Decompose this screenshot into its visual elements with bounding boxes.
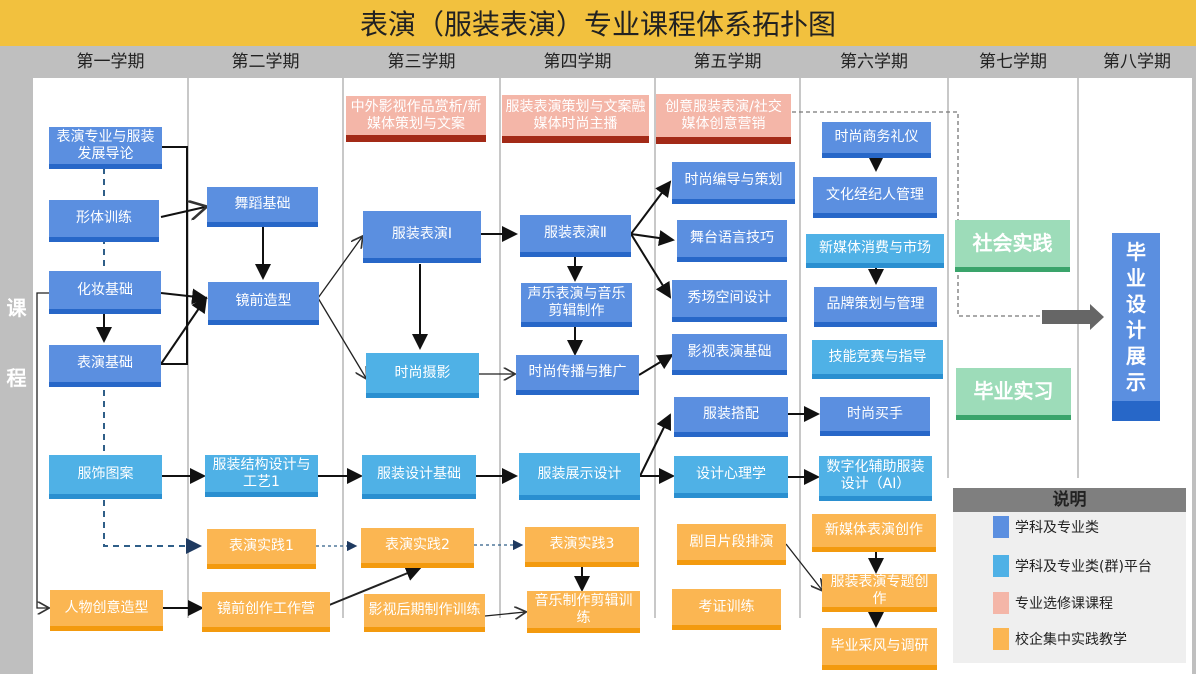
- course-box[interactable]: 文化经纪人管理: [813, 177, 937, 218]
- legend-item: 学科及专业类: [993, 516, 1099, 538]
- legend-label: 学科及专业类(群)平台: [1015, 559, 1152, 575]
- course-box[interactable]: 表演实践3: [525, 527, 639, 567]
- practice-box[interactable]: 社会实践: [955, 220, 1070, 272]
- link: [160, 207, 205, 217]
- side-label-1: 课: [6, 296, 27, 320]
- course-box[interactable]: 表演实践2: [361, 528, 474, 568]
- link: [630, 233, 672, 299]
- course-box[interactable]: 新媒体表演创作: [812, 514, 936, 552]
- course-box[interactable]: 形体训练: [49, 200, 159, 242]
- legend-swatch-platform: [993, 555, 1009, 577]
- course-box[interactable]: 音乐制作剪辑训练: [527, 591, 640, 633]
- course-box[interactable]: 毕业采风与调研: [822, 628, 937, 670]
- semester-7-header: 第七学期: [979, 52, 1047, 72]
- legend-item: 专业选修课课程: [993, 592, 1113, 614]
- course-box[interactable]: 时尚摄影: [366, 353, 479, 398]
- dashed-link: [103, 500, 202, 554]
- practice-box[interactable]: 毕业实习: [956, 368, 1071, 420]
- course-box[interactable]: 服装结构设计与工艺1: [205, 455, 318, 497]
- page-title: 表演（服装表演）专业课程体系拓扑图: [0, 0, 1196, 46]
- course-box[interactable]: 设计心理学: [674, 456, 788, 498]
- course-box[interactable]: 化妆基础: [49, 271, 161, 314]
- legend-item: 学科及专业类(群)平台: [993, 555, 1152, 577]
- legend-title: 说明: [953, 488, 1186, 512]
- course-box[interactable]: 秀场空间设计: [672, 280, 787, 322]
- link: [160, 288, 208, 305]
- legend-item: 校企集中实践教学: [993, 628, 1127, 650]
- arrow-to-graduation: [1042, 304, 1104, 330]
- course-box[interactable]: 考证训练: [672, 589, 781, 630]
- legend-swatch-discipline: [993, 516, 1009, 538]
- course-box[interactable]: 服装表演Ⅰ: [363, 211, 481, 263]
- course-box[interactable]: 服装表演专题创作: [822, 574, 937, 612]
- legend-swatch-practice: [993, 628, 1009, 650]
- link: [36, 292, 49, 608]
- course-box[interactable]: 表演专业与服装发展导论: [49, 127, 162, 169]
- side-label-2: 程: [6, 366, 27, 390]
- column-divider: [1077, 78, 1079, 478]
- course-box[interactable]: 表演基础: [49, 345, 161, 387]
- semester-8-header: 第八学期: [1103, 52, 1171, 72]
- elective-box[interactable]: 服装表演策划与文案融媒体时尚主播: [502, 95, 649, 143]
- column-divider: [499, 78, 501, 618]
- course-box[interactable]: 服装搭配: [674, 397, 788, 437]
- column-divider: [799, 78, 801, 618]
- semester-3-header: 第三学期: [387, 52, 456, 72]
- course-box[interactable]: 人物创意造型: [50, 590, 163, 631]
- course-box[interactable]: 剧目片段排演: [677, 524, 786, 565]
- legend-label: 专业选修课课程: [1015, 596, 1113, 612]
- semester-6-header: 第六学期: [840, 52, 908, 72]
- course-box[interactable]: 舞台语言技巧: [677, 220, 787, 262]
- right-border: [1192, 78, 1196, 674]
- link: [317, 237, 362, 299]
- semester-1-header: 第一学期: [76, 52, 145, 72]
- elective-box[interactable]: 创意服装表演/社交媒体创意营销: [656, 94, 791, 144]
- semester-5-header: 第五学期: [693, 52, 762, 72]
- course-box[interactable]: 镜前造型: [208, 282, 319, 325]
- course-box[interactable]: 品牌策划与管理: [814, 287, 937, 327]
- course-box[interactable]: 服装展示设计: [519, 453, 640, 500]
- course-box[interactable]: 服装设计基础: [362, 455, 476, 499]
- semester-header-row: [0, 46, 1196, 78]
- link: [160, 296, 208, 365]
- legend: 说明 学科及专业类 学科及专业类(群)平台 专业选修课课程 校企集中实践教学: [953, 488, 1186, 663]
- course-box[interactable]: 时尚传播与推广: [516, 355, 639, 395]
- elective-box[interactable]: 中外影视作品赏析/新媒体策划与文案: [346, 96, 486, 142]
- course-box[interactable]: 服装表演Ⅱ: [520, 215, 631, 257]
- course-box[interactable]: 时尚编导与策划: [672, 162, 795, 204]
- course-box[interactable]: 时尚商务礼仪: [822, 122, 931, 158]
- semester-4-header: 第四学期: [543, 52, 612, 72]
- legend-swatch-elective: [993, 592, 1009, 614]
- course-box[interactable]: 声乐表演与音乐剪辑制作: [521, 283, 632, 327]
- side-bar: [0, 78, 33, 674]
- graduation-box[interactable]: 毕业设计展示: [1112, 233, 1160, 421]
- course-box[interactable]: 镜前创作工作营: [202, 592, 330, 632]
- link: [630, 180, 672, 235]
- course-box[interactable]: 技能竞赛与指导: [812, 340, 943, 379]
- course-box[interactable]: 舞蹈基础: [207, 187, 318, 227]
- column-divider: [947, 78, 949, 478]
- course-box[interactable]: 服饰图案: [49, 455, 162, 499]
- course-box[interactable]: 数字化辅助服装设计（AI）: [819, 456, 932, 501]
- course-box[interactable]: 新媒体消费与市场: [806, 234, 944, 268]
- column-divider: [187, 78, 189, 618]
- course-box[interactable]: 时尚买手: [820, 397, 930, 436]
- course-box[interactable]: 影视后期制作训练: [364, 594, 485, 632]
- link: [630, 230, 675, 246]
- column-divider: [342, 78, 344, 618]
- course-box[interactable]: 表演实践1: [207, 529, 316, 569]
- link: [484, 612, 525, 616]
- column-divider: [654, 78, 656, 618]
- course-box[interactable]: 影视表演基础: [672, 334, 787, 375]
- legend-label: 学科及专业类: [1015, 520, 1099, 536]
- legend-label: 校企集中实践教学: [1015, 632, 1127, 648]
- semester-2-header: 第二学期: [231, 52, 300, 72]
- link: [161, 146, 188, 365]
